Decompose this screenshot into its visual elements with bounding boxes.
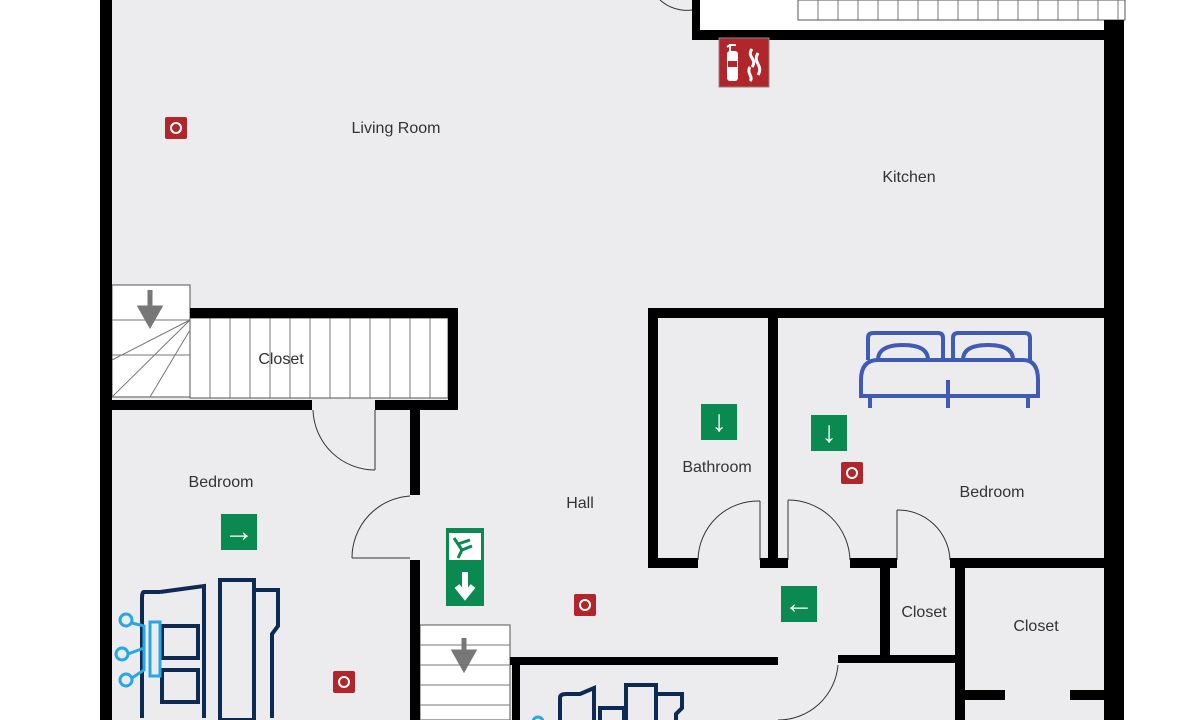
- wall: [692, 30, 1124, 40]
- wall: [448, 308, 458, 410]
- fire-alarm-icon: [841, 462, 863, 484]
- exit-arrow-down-icon: ↓: [811, 415, 847, 451]
- room-label-bathroom: Bathroom: [682, 459, 752, 476]
- wall: [838, 655, 960, 663]
- wall: [950, 558, 1104, 568]
- wall: [648, 308, 658, 568]
- wall: [190, 308, 458, 318]
- bed-icon: [859, 331, 1040, 408]
- wall: [760, 558, 788, 568]
- top-stairs: [797, 0, 1126, 21]
- wall: [112, 400, 312, 410]
- bed-icon: [531, 683, 684, 720]
- wall: [100, 0, 112, 720]
- emergency-exit-icon: [446, 528, 484, 606]
- door-arc: [778, 664, 839, 720]
- wall: [955, 565, 965, 720]
- room-label-hall: Hall: [566, 495, 594, 512]
- stairs-down-arrow-icon: [136, 290, 164, 330]
- stairs-down-arrow-icon: [450, 638, 478, 674]
- room-label-closet-stairs: Closet: [258, 351, 304, 368]
- wall: [510, 657, 778, 665]
- room-label-closet-right: Closet: [1013, 618, 1059, 635]
- wall: [880, 565, 890, 660]
- exit-arrow-down-icon: ↓: [701, 404, 737, 440]
- room-label-living-room: Living Room: [351, 120, 441, 137]
- room-label-kitchen: Kitchen: [882, 169, 936, 186]
- wall: [850, 558, 897, 568]
- door-arc: [351, 495, 411, 559]
- door-arc: [312, 409, 376, 471]
- wall: [1104, 20, 1124, 720]
- door-arc: [896, 509, 951, 561]
- bed-icon: [114, 578, 280, 720]
- exit-arrow-left-icon: ←: [781, 586, 817, 622]
- wall: [965, 690, 1005, 700]
- room-label-bedroom-right: Bedroom: [959, 484, 1025, 501]
- wall: [512, 657, 520, 720]
- wall: [768, 318, 778, 568]
- fire-alarm-icon: [574, 594, 596, 616]
- closet-stairs: [189, 317, 449, 399]
- fire-extinguisher-icon: [718, 37, 770, 88]
- room-label-closet-small: Closet: [901, 604, 947, 621]
- wall: [648, 558, 698, 568]
- wall: [692, 0, 700, 40]
- fire-alarm-icon: [333, 671, 355, 693]
- room-label-bedroom-left: Bedroom: [188, 474, 254, 491]
- wall: [410, 560, 420, 720]
- fire-alarm-icon: [165, 117, 187, 139]
- wall: [410, 405, 420, 495]
- exit-arrow-right-icon: →: [221, 514, 257, 550]
- door-arc: [787, 499, 851, 561]
- door-arc: [659, 0, 693, 11]
- door-arc: [697, 500, 761, 561]
- wall: [1070, 690, 1104, 700]
- wall: [648, 308, 1104, 318]
